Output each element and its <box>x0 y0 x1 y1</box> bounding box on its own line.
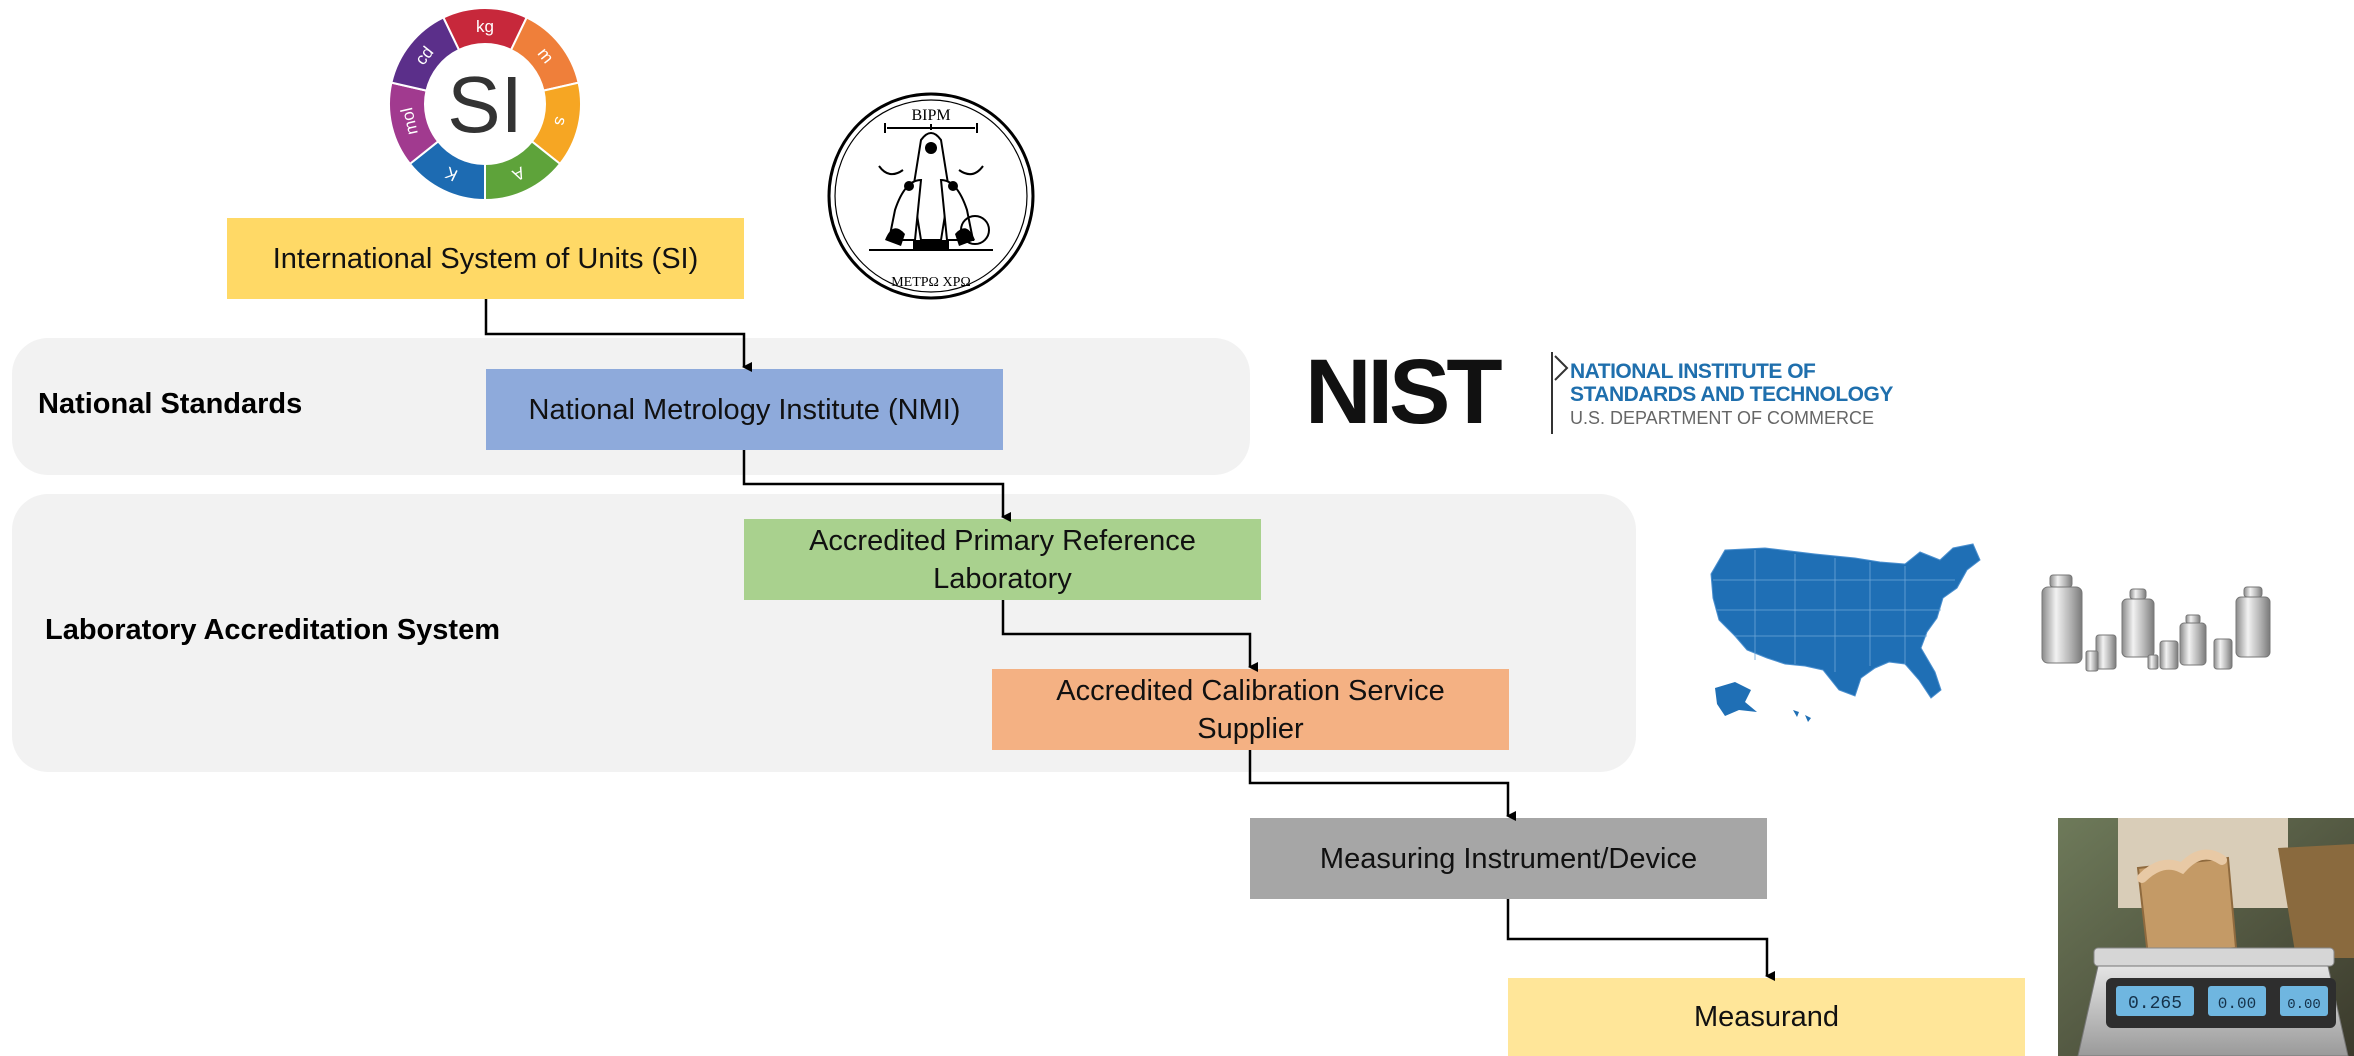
scale-photo-graphic: 0.265 0.00 0.00 <box>2058 818 2354 1056</box>
primary-lab-box-label: Accredited Primary Reference Laboratory <box>809 524 1196 595</box>
nist-logo-line2: STANDARDS AND TECHNOLOGY <box>1570 383 1893 406</box>
bipm-seal-graphic: BIPM METPΩ XPΩ <box>827 92 1035 300</box>
si-unit-segment-cd <box>390 16 461 92</box>
connector-si-to-nmi <box>484 299 752 372</box>
nist-logo: NIST NATIONAL INSTITUTE OF STANDARDS AND… <box>1305 341 1925 443</box>
nist-logo-divider <box>1551 352 1553 434</box>
lab-accreditation-label: Laboratory Accreditation System <box>45 614 500 646</box>
bipm-seal-top-text: BIPM <box>911 107 950 124</box>
connector-primary-lab-to-calibration <box>1001 600 1258 672</box>
si-box: International System of Units (SI) <box>227 218 744 299</box>
measurand-box: Measurand <box>1508 978 2025 1056</box>
nmi-box: National Metrology Institute (NMI) <box>486 369 1003 450</box>
svg-text:0.00: 0.00 <box>2218 995 2256 1013</box>
nmi-box-label: National Metrology Institute (NMI) <box>528 393 961 426</box>
instrument-box-label: Measuring Instrument/Device <box>1319 842 1698 875</box>
measurand-box-label: Measurand <box>1693 1001 1840 1033</box>
scale-display-2 <box>2208 986 2266 1016</box>
svg-text:0.265: 0.265 <box>2128 994 2182 1014</box>
primary-lab-box: Accredited Primary Reference Laboratory <box>744 519 1261 600</box>
national-standards-label: National Standards <box>38 388 303 420</box>
nist-logo-line1: NATIONAL INSTITUTE OF <box>1570 360 1816 383</box>
si-unit-label-kg: kg <box>476 17 494 36</box>
usa-map-icon <box>1705 540 1990 725</box>
si-box-label: International System of Units (SI) <box>272 242 699 275</box>
scale-photo: 0.265 0.00 0.00 <box>2058 818 2354 1056</box>
bipm-seal-bottom-text: METPΩ XPΩ <box>891 275 971 290</box>
si-logo-center: SI <box>447 60 523 149</box>
instrument-box: Measuring Instrument/Device <box>1250 818 1767 899</box>
calibration-supplier-box-label: Accredited Calibration Service Supplier <box>1056 674 1445 745</box>
calibration-supplier-box: Accredited Calibration Service Supplier <box>992 669 1509 750</box>
svg-text:0.00: 0.00 <box>2287 997 2321 1013</box>
scale-display-1 <box>2116 986 2194 1016</box>
usa-map-graphic <box>1710 543 1981 722</box>
calibration-weights-icon <box>2036 565 2286 690</box>
si-unit-label-s: s <box>550 115 570 128</box>
connector-calibration-to-instrument <box>1248 750 1516 821</box>
connector-nmi-to-primary-lab <box>742 450 1011 522</box>
calibration-weights-graphic <box>2041 574 2271 672</box>
nist-logo-chevron-icon <box>1554 355 1569 381</box>
nist-logo-line3: U.S. DEPARTMENT OF COMMERCE <box>1570 408 1875 428</box>
bipm-seal: BIPM METPΩ XPΩ <box>825 90 1037 302</box>
scale-display-3 <box>2280 986 2328 1016</box>
nist-logo-mark: NIST <box>1305 341 1503 443</box>
connector-instrument-to-measurand <box>1506 899 1775 981</box>
